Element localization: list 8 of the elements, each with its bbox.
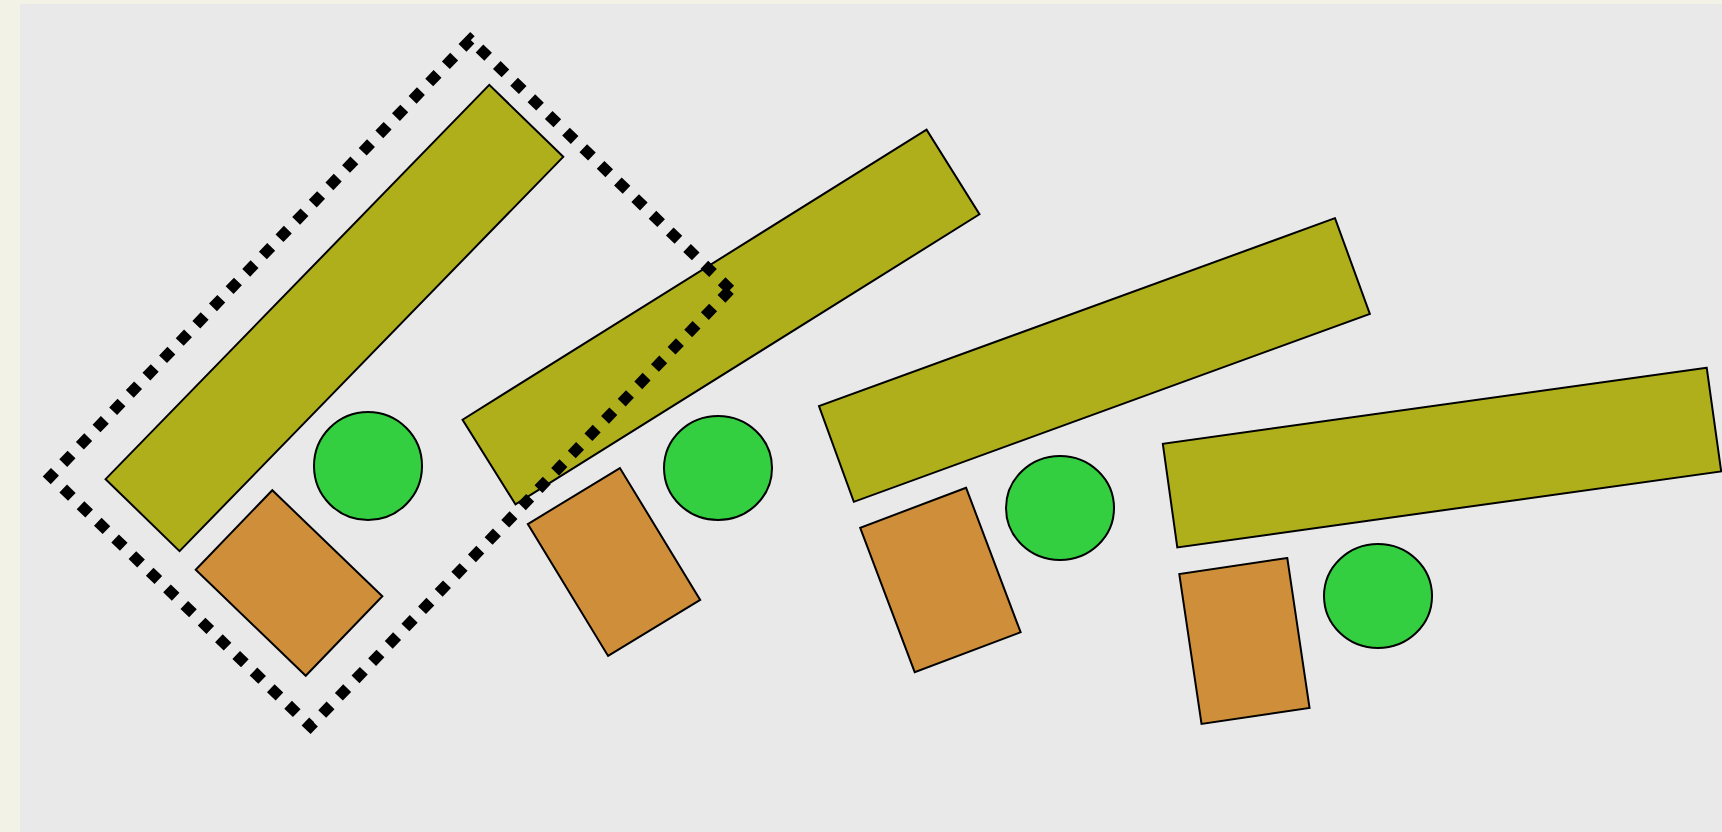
bar — [104, 83, 565, 553]
bar — [461, 128, 981, 506]
circle — [663, 415, 773, 521]
box — [858, 486, 1022, 674]
circle — [1323, 543, 1433, 649]
circle — [313, 411, 423, 521]
bar — [1161, 366, 1722, 549]
circle — [1005, 455, 1115, 561]
